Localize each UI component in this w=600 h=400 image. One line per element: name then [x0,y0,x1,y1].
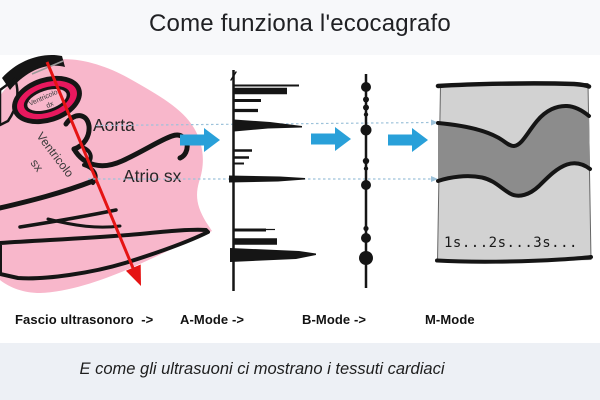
atrio-sx-label: Atrio sx [123,166,182,186]
b-mode-dot [363,96,369,103]
m-mode-top-border [435,81,592,89]
ultrasound-beam-arrow [45,61,141,286]
guide-line-aorta [95,119,438,127]
beam-arrowhead [125,264,141,286]
a-mode-spike [230,248,316,262]
guide-arrow-tip [431,119,438,126]
b-mode-dot [363,166,369,171]
m-mode-timeline: 1s...2s...3s... [444,235,578,251]
a-mode-label: A-Mode -> [180,312,245,327]
page-title: Come funziona l'ecocagrafo [149,10,451,37]
b-mode-dot [360,124,372,136]
b-mode-dot [363,104,369,111]
heart-wall-curve [71,132,190,169]
m-mode-display: 1s...2s...3s... [435,81,593,264]
flow-arrow-icon [388,128,428,152]
flow-arrow-icon [311,127,351,151]
b-mode-dot [359,251,373,265]
b-mode-dot [361,82,371,92]
m-mode-band-bottom-edge [436,161,592,198]
guide-arrow-tip [431,176,438,182]
m-mode-band-top-edge [436,103,591,148]
aorta-label: Aorta [93,115,135,135]
title-band [0,0,600,55]
b-mode-dot [362,157,370,165]
b-mode-dot [361,180,371,190]
b-mode-dot [363,225,369,232]
heart-wall-curve [0,178,96,211]
transducer-line [31,60,64,75]
b-mode-label: B-Mode -> [302,312,367,327]
a-mode-spike [234,119,302,132]
a-mode-spike [229,175,305,183]
caption-text: E come gli ultrasuoni ci mostrano i tess… [79,360,445,378]
heart-wall-curve [46,217,122,229]
a-mode-axis-tip [230,71,237,81]
flow-arrow-icon [180,128,220,152]
beam-label: Fascio ultrasonoro -> [15,312,154,327]
b-mode-dot [361,233,371,243]
m-mode-label: M-Mode [425,312,475,327]
m-mode-bottom-border [435,255,593,264]
ventricle-band [0,227,210,281]
a-mode-trace [229,70,316,291]
ring-core [27,88,67,112]
guide-dashes [95,121,432,127]
heart-illustration: Ventricolo dx Ventricolo sx Aorta Atrio … [0,54,212,294]
beam-shaft [45,61,135,269]
flow-arrows [180,127,428,152]
ventricolo-dx-line2: dx [45,100,55,110]
b-mode-dot [363,112,369,117]
caption-band [0,343,600,400]
b-mode-trace [359,74,373,288]
